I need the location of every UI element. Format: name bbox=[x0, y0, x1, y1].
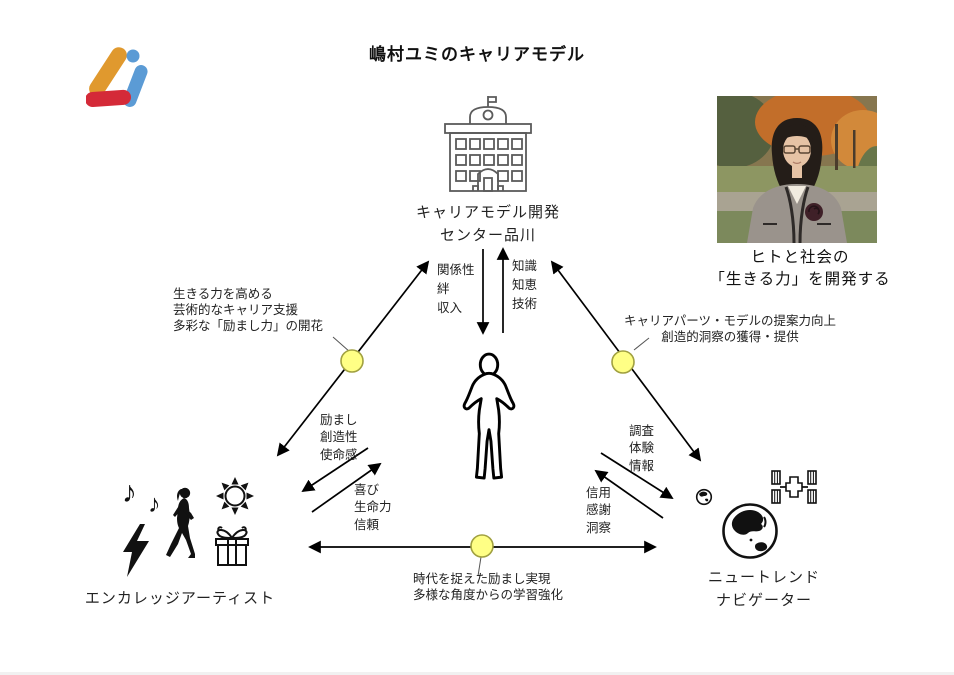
bottom-left-node-label: エンカレッジアーティスト bbox=[84, 590, 276, 607]
building-cornice bbox=[444, 123, 532, 134]
logo-red-bar bbox=[86, 89, 131, 108]
flow-label-center-down: 関係性 絆 収入 bbox=[437, 263, 475, 315]
edge-note-right: キャリアパーツ・モデルの提案力向上 創造的洞察の獲得・提供 bbox=[623, 314, 836, 344]
bottom-right-node-label: ニュートレンド ナビゲーター bbox=[707, 569, 820, 609]
edge-note-left: 生きる力を高める 芸術的なキャリア支援 多彩な「励まし力」の開花 bbox=[173, 287, 324, 333]
page-title: 嶋村ユミのキャリアモデル bbox=[369, 45, 585, 64]
profile-caption: ヒトと社会の 「生きる力」を開発する bbox=[709, 249, 891, 289]
logo-blue-dot bbox=[126, 49, 140, 63]
flow-label-from-artist: 喜び 生命力 信頼 bbox=[354, 483, 392, 532]
center-top-node-label: キャリアモデル開発 センター品川 bbox=[415, 204, 560, 244]
portrait-photo bbox=[717, 96, 877, 243]
entrance-door bbox=[483, 177, 493, 192]
globe-icon bbox=[720, 500, 780, 562]
dome-window bbox=[482, 109, 494, 121]
mini-globe-icon bbox=[695, 488, 713, 506]
walking-person-icon bbox=[164, 486, 208, 568]
arrow-person-to-navigator bbox=[600, 452, 674, 500]
leader-line-right bbox=[633, 337, 650, 351]
edge-note-bottom: 時代を捉えた励まし実現 多様な角度からの学習強化 bbox=[413, 572, 564, 602]
building-dome bbox=[469, 106, 507, 124]
music-note-icon: ♪ bbox=[122, 476, 137, 509]
flow-label-center-up: 知識 知恵 技術 bbox=[512, 259, 538, 311]
sun-icon bbox=[212, 475, 258, 517]
page-bottom-divider bbox=[0, 672, 954, 675]
person-silhouette-icon bbox=[458, 350, 520, 488]
building-body bbox=[449, 132, 527, 192]
portrait-glasses bbox=[783, 145, 811, 154]
leader-line-left bbox=[332, 336, 351, 353]
connector-node-right bbox=[611, 350, 635, 374]
portrait-jacket bbox=[747, 184, 847, 243]
portrait-face bbox=[783, 133, 811, 167]
logo-orange-bar bbox=[89, 47, 127, 97]
arrow-artist-to-person bbox=[311, 462, 382, 513]
entrance-arch bbox=[477, 168, 499, 191]
flow-label-to-artist: 励まし 創造性 使命感 bbox=[320, 413, 358, 462]
music-note-icon: ♪ bbox=[148, 490, 161, 518]
arrow-navigator-to-person bbox=[594, 469, 664, 519]
brand-logo bbox=[86, 40, 168, 116]
connector-node-left bbox=[340, 349, 364, 373]
connector-node-bottom bbox=[470, 534, 494, 558]
flow-label-to-navigator: 調査 体験 情報 bbox=[629, 424, 655, 473]
arrow-person-to-artist bbox=[301, 447, 369, 493]
flag bbox=[488, 96, 497, 103]
school-building-icon bbox=[433, 94, 543, 200]
gift-icon bbox=[211, 520, 253, 569]
leader-line-bottom bbox=[477, 556, 482, 577]
lightning-icon bbox=[120, 524, 152, 578]
flow-label-from-navigator: 信用 感謝 洞察 bbox=[586, 486, 612, 535]
space-station-icon bbox=[771, 468, 817, 506]
brand-logo-graphic bbox=[86, 47, 148, 108]
